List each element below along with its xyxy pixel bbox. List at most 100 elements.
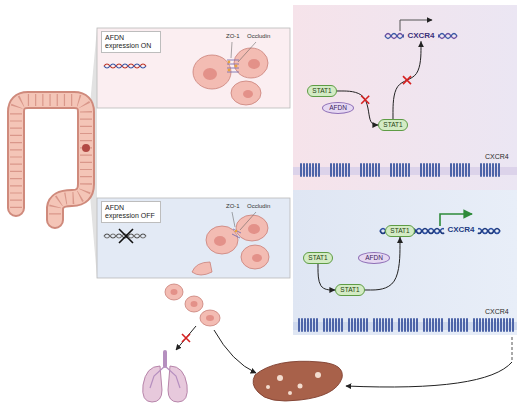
liver-organ bbox=[277, 375, 283, 381]
dna-strand bbox=[400, 20, 432, 31]
tumor-cell bbox=[171, 289, 178, 295]
structure-label: Occludin bbox=[247, 33, 270, 40]
cell-membrane bbox=[480, 163, 500, 177]
pathway-arrow bbox=[393, 41, 421, 119]
tumor-cell bbox=[241, 245, 269, 269]
node-text: CXCR4 bbox=[447, 225, 474, 235]
tumor-cell bbox=[240, 212, 256, 230]
cell-membrane bbox=[423, 318, 443, 332]
gene-label: CXCR4 bbox=[404, 31, 437, 41]
colon-illustration bbox=[82, 144, 90, 152]
liver-organ bbox=[298, 384, 303, 389]
protein-pill: STAT1 bbox=[335, 284, 364, 296]
pathway-arrow bbox=[365, 237, 400, 290]
lung-organ bbox=[163, 352, 167, 366]
node-text: AFDN bbox=[329, 104, 347, 112]
tumor-cell bbox=[228, 61, 231, 64]
node-text: STAT1 bbox=[312, 87, 331, 95]
node-text: AFDN bbox=[365, 254, 383, 262]
node-text: STAT1 bbox=[340, 286, 359, 294]
protein-pill: STAT1 bbox=[303, 252, 332, 264]
block-mark bbox=[361, 96, 369, 104]
tumor-cell bbox=[231, 42, 232, 58]
liver-organ bbox=[253, 361, 342, 401]
connector-layer bbox=[318, 41, 421, 290]
tumor-cell bbox=[206, 226, 238, 254]
structure-label: ZO-1 bbox=[226, 33, 240, 40]
zoom-panel: AFDN expression ON bbox=[97, 28, 290, 108]
liver-organ bbox=[266, 385, 270, 389]
tumor-cell bbox=[206, 315, 214, 321]
tumor-cell bbox=[238, 42, 256, 62]
panel-background bbox=[97, 28, 290, 108]
receptor-label: CXCR4 bbox=[485, 153, 509, 160]
cell-membrane bbox=[298, 318, 318, 332]
tumor-cell bbox=[252, 254, 262, 262]
tumor-cell bbox=[235, 230, 238, 233]
cell-membrane bbox=[420, 163, 440, 177]
tumor-cell bbox=[228, 69, 231, 72]
tumor-cell bbox=[165, 284, 183, 300]
metastasis-arrow bbox=[176, 326, 512, 387]
node-text: STAT1 bbox=[383, 121, 402, 129]
colon-illustration bbox=[16, 100, 86, 220]
dna-icon bbox=[104, 64, 146, 68]
cell-membrane bbox=[293, 163, 517, 332]
cell-membrane bbox=[300, 163, 320, 177]
cell-membrane bbox=[360, 163, 380, 177]
dna-strand bbox=[380, 229, 500, 234]
metastasis-arrow bbox=[346, 362, 512, 387]
tumor-cell bbox=[235, 65, 238, 68]
cell-membrane bbox=[473, 318, 493, 332]
panel-background bbox=[97, 5, 517, 335]
dna-strand bbox=[385, 34, 457, 39]
cell-membrane bbox=[448, 318, 468, 332]
node-text: STAT1 bbox=[308, 254, 327, 262]
detail-panel: CXCR4STAT1CXCR4STAT1AFDNSTAT1 bbox=[293, 190, 517, 335]
dna-icon bbox=[104, 64, 146, 243]
metastasis-arrow bbox=[512, 337, 513, 362]
liver-organ bbox=[288, 391, 292, 395]
protein-pill: STAT1 bbox=[307, 85, 336, 97]
metastasis-arrow bbox=[214, 330, 256, 373]
dna-icon bbox=[104, 64, 146, 68]
tumor-cell bbox=[185, 296, 203, 312]
cell-membrane bbox=[450, 163, 470, 177]
tumor-cell bbox=[243, 90, 253, 98]
structure-label: Occludin bbox=[247, 203, 270, 210]
structure-label: ZO-1 bbox=[226, 203, 240, 210]
protein-pill: STAT1 bbox=[378, 119, 407, 131]
panel-title: AFDN expression OFF bbox=[101, 201, 161, 223]
colon-illustration bbox=[16, 100, 90, 220]
panel-background bbox=[293, 5, 517, 190]
gene-label: CXCR4 bbox=[444, 225, 477, 235]
tumor-cell bbox=[248, 59, 260, 69]
protein-ellipse: AFDN bbox=[358, 252, 390, 264]
metastasis-arrow bbox=[176, 326, 196, 350]
node-text: STAT1 bbox=[390, 227, 409, 235]
tumor-cell bbox=[191, 301, 198, 307]
tumor-cell bbox=[203, 68, 217, 80]
colon-illustration bbox=[16, 100, 86, 220]
dna-icon bbox=[119, 229, 133, 243]
protein-pill: STAT1 bbox=[385, 225, 414, 237]
detail-panel: CXCR4CXCR4STAT1AFDNSTAT1 bbox=[293, 5, 517, 190]
lung-organ bbox=[150, 366, 180, 388]
tumor-cell bbox=[193, 55, 231, 89]
dna-strand bbox=[385, 34, 457, 39]
cell-membrane bbox=[398, 318, 418, 332]
zoom-panel: AFDN expression OFF bbox=[97, 198, 290, 278]
tumor-cell bbox=[214, 236, 226, 246]
cell-membrane bbox=[373, 318, 393, 332]
panel-background bbox=[293, 190, 517, 335]
tumor-cell bbox=[193, 42, 268, 105]
tumor-cell bbox=[236, 215, 268, 241]
tumor-cell bbox=[192, 262, 212, 275]
tumor-cell bbox=[232, 229, 241, 238]
tumor-cell bbox=[232, 212, 235, 227]
dna-strand bbox=[380, 229, 500, 234]
block-mark bbox=[403, 76, 411, 84]
cell-membrane bbox=[330, 163, 350, 177]
